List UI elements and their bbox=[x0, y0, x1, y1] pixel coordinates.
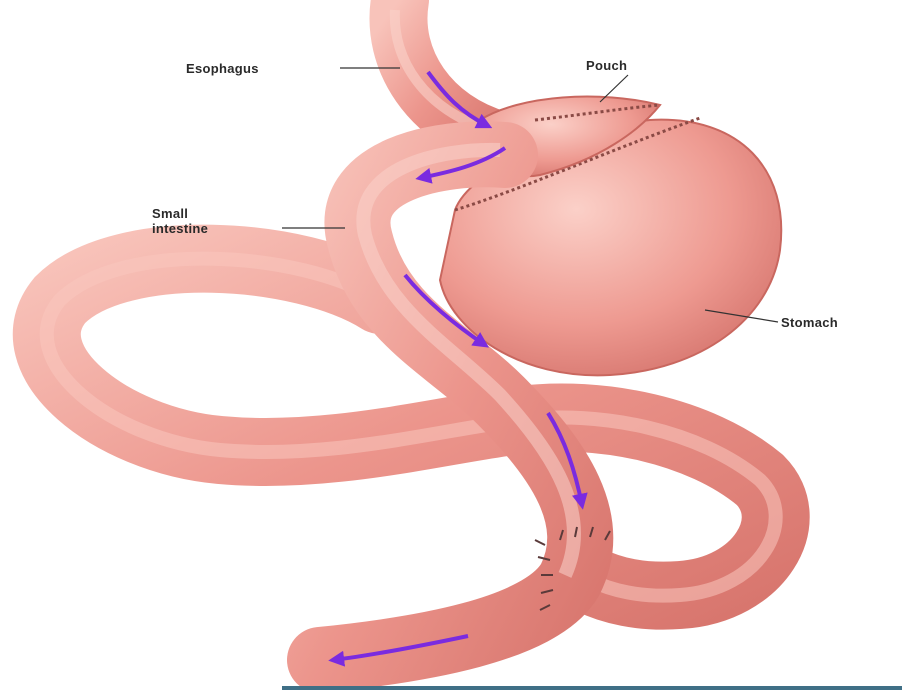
label-pouch: Pouch bbox=[586, 58, 627, 73]
label-esophagus: Esophagus bbox=[186, 61, 259, 76]
bottom-border-bar bbox=[282, 686, 902, 690]
label-small-intestine: Small intestine bbox=[152, 206, 208, 236]
label-stomach: Stomach bbox=[781, 315, 838, 330]
